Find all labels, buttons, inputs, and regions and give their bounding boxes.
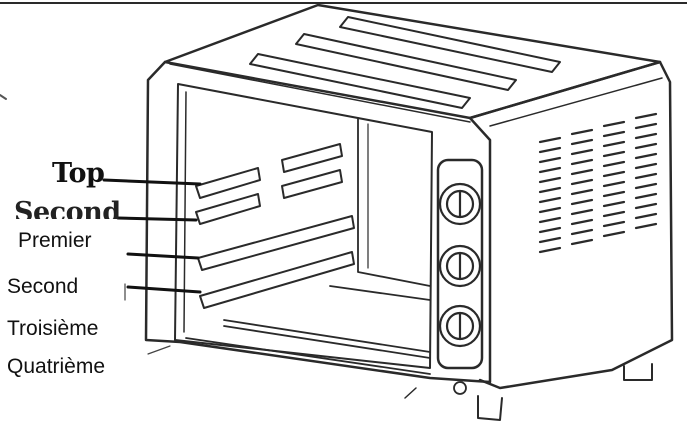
control-knob-icon [438,182,482,348]
side-vents [538,112,658,254]
label-quatrieme: Quatrième [7,355,106,378]
oven-cavity [174,83,433,369]
oven-back-wall [357,117,431,287]
foot-right [623,363,653,381]
leader-lines [102,178,202,294]
top-vents [249,16,561,109]
oven-front-frame [144,60,492,384]
foot-front [477,395,503,421]
indicator-light [453,381,467,395]
oven-right-side [468,60,674,390]
label-troisieme: Troisième [7,317,99,340]
label-top: Top [52,158,105,189]
label-second-old: Second [14,197,121,219]
bottom-rack [185,285,431,375]
label-second: Second [7,275,79,298]
oven-top [163,3,662,120]
label-premier: Premier [18,229,92,252]
rack-rails [195,143,355,309]
control-panel [436,158,484,370]
